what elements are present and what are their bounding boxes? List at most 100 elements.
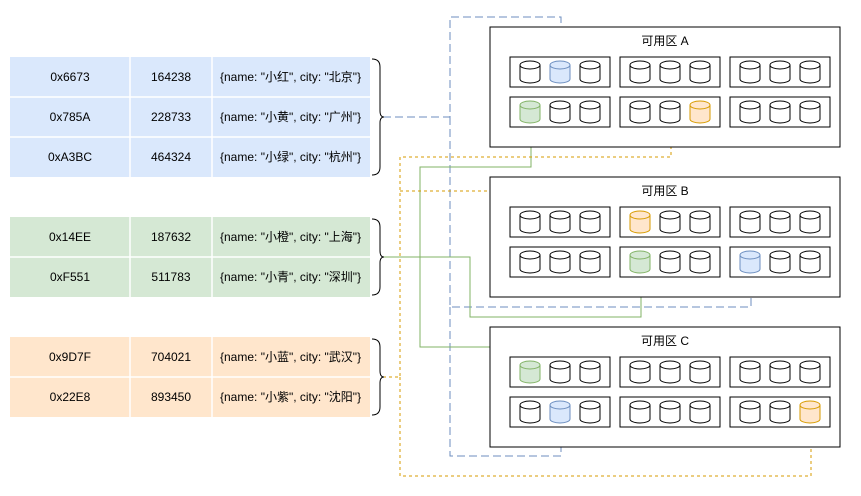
- row-key-cell: 511783: [151, 270, 190, 284]
- zone-title: 可用区 B: [641, 184, 688, 198]
- table-row: 0xF551 511783 {name: "小青", city: "深圳"}: [10, 256, 370, 284]
- row-id-cell: 0xA3BC: [48, 150, 92, 164]
- disk-icon: [629, 60, 651, 84]
- disk-icon: [549, 400, 571, 424]
- disk-icon: [629, 100, 651, 124]
- disk-icon: [769, 360, 791, 384]
- rack: [729, 396, 831, 428]
- disk-icon: [519, 210, 541, 234]
- disk-icon: [769, 400, 791, 424]
- brace-green: [371, 218, 385, 296]
- connector-blue-c: [449, 307, 565, 457]
- row-id-cell: 0x785A: [50, 110, 91, 124]
- disk-icon: [549, 360, 571, 384]
- connector-orange-a: [383, 127, 675, 378]
- row-value-cell: {name: "小蓝", city: "武汉"}: [220, 350, 361, 364]
- row-value-cell: {name: "小青", city: "深圳"}: [220, 270, 361, 284]
- table-row: 0x785A 228733 {name: "小黄", city: "广州"}: [10, 96, 370, 124]
- disk-icon: [579, 250, 601, 274]
- rack: [619, 356, 721, 388]
- table-row: 0xA3BC 464324 {name: "小绿", city: "杭州"}: [10, 136, 370, 164]
- disk-icon: [629, 210, 651, 234]
- disk-icon: [579, 100, 601, 124]
- disk-icon: [769, 250, 791, 274]
- brace-orange: [371, 338, 385, 416]
- row-value-cell: {name: "小绿", city: "杭州"}: [220, 149, 361, 164]
- rack: [509, 56, 611, 88]
- disk-icon: [769, 60, 791, 84]
- disk-icon: [519, 400, 541, 424]
- disk-icon: [739, 400, 761, 424]
- connector-green-b: [420, 256, 645, 318]
- record-group-background: [10, 57, 370, 177]
- disk-icon: [659, 210, 681, 234]
- connector-orange-c: [399, 377, 815, 477]
- disk-icon: [799, 100, 821, 124]
- disk-icon: [739, 210, 761, 234]
- zone-a: 可用区 A: [489, 26, 841, 148]
- disk-icon: [689, 210, 711, 234]
- row-key-cell: 464324: [151, 150, 191, 164]
- rack: [509, 396, 611, 428]
- disk-icon: [739, 60, 761, 84]
- rack: [619, 96, 721, 128]
- disk-icon: [739, 250, 761, 274]
- disk-icon: [659, 100, 681, 124]
- row-id-cell: 0xF551: [50, 270, 90, 284]
- disk-icon: [799, 400, 821, 424]
- rack: [509, 246, 611, 278]
- disk-icon: [689, 360, 711, 384]
- row-id-cell: 0x22E8: [50, 390, 91, 404]
- row-key-cell: 164238: [151, 70, 191, 84]
- disk-icon: [799, 210, 821, 234]
- rack: [619, 56, 721, 88]
- zone-title: 可用区 A: [641, 34, 688, 48]
- disk-icon: [549, 250, 571, 274]
- disk-icon: [739, 360, 761, 384]
- row-key-cell: 228733: [151, 110, 191, 124]
- disk-icon: [549, 60, 571, 84]
- disk-icon: [579, 400, 601, 424]
- row-value-cell: {name: "小红", city: "北京"}: [220, 69, 361, 84]
- zone-c: 可用区 C: [489, 326, 841, 448]
- disk-icon: [739, 100, 761, 124]
- disk-icon: [549, 100, 571, 124]
- brace-blue: [371, 58, 385, 176]
- disk-icon: [689, 60, 711, 84]
- table-row: 0x22E8 893450 {name: "小紫", city: "沈阳"}: [10, 376, 370, 404]
- disk-icon: [689, 250, 711, 274]
- rack: [619, 206, 721, 238]
- connector-green-a: [383, 127, 535, 258]
- disk-icon: [659, 60, 681, 84]
- rack: [729, 96, 831, 128]
- row-id-cell: 0x14EE: [49, 230, 91, 244]
- rack: [509, 96, 611, 128]
- rack: [619, 246, 721, 278]
- row-value-cell: {name: "小橙", city: "上海"}: [220, 229, 361, 244]
- disk-icon: [799, 60, 821, 84]
- disk-icon: [549, 210, 571, 234]
- disk-icon: [519, 60, 541, 84]
- zone-title: 可用区 C: [641, 334, 689, 348]
- disk-icon: [769, 100, 791, 124]
- row-value-cell: {name: "小黄", city: "广州"}: [220, 110, 361, 124]
- rack: [729, 206, 831, 238]
- row-key-cell: 704021: [151, 350, 191, 364]
- zone-b: 可用区 B: [489, 176, 841, 298]
- disk-icon: [579, 60, 601, 84]
- disk-icon: [629, 360, 651, 384]
- rack: [509, 356, 611, 388]
- disk-icon: [799, 360, 821, 384]
- disk-icon: [629, 250, 651, 274]
- disk-icon: [689, 400, 711, 424]
- row-key-cell: 893450: [151, 390, 191, 404]
- disk-icon: [579, 210, 601, 234]
- row-value-cell: {name: "小紫", city: "沈阳"}: [220, 389, 361, 404]
